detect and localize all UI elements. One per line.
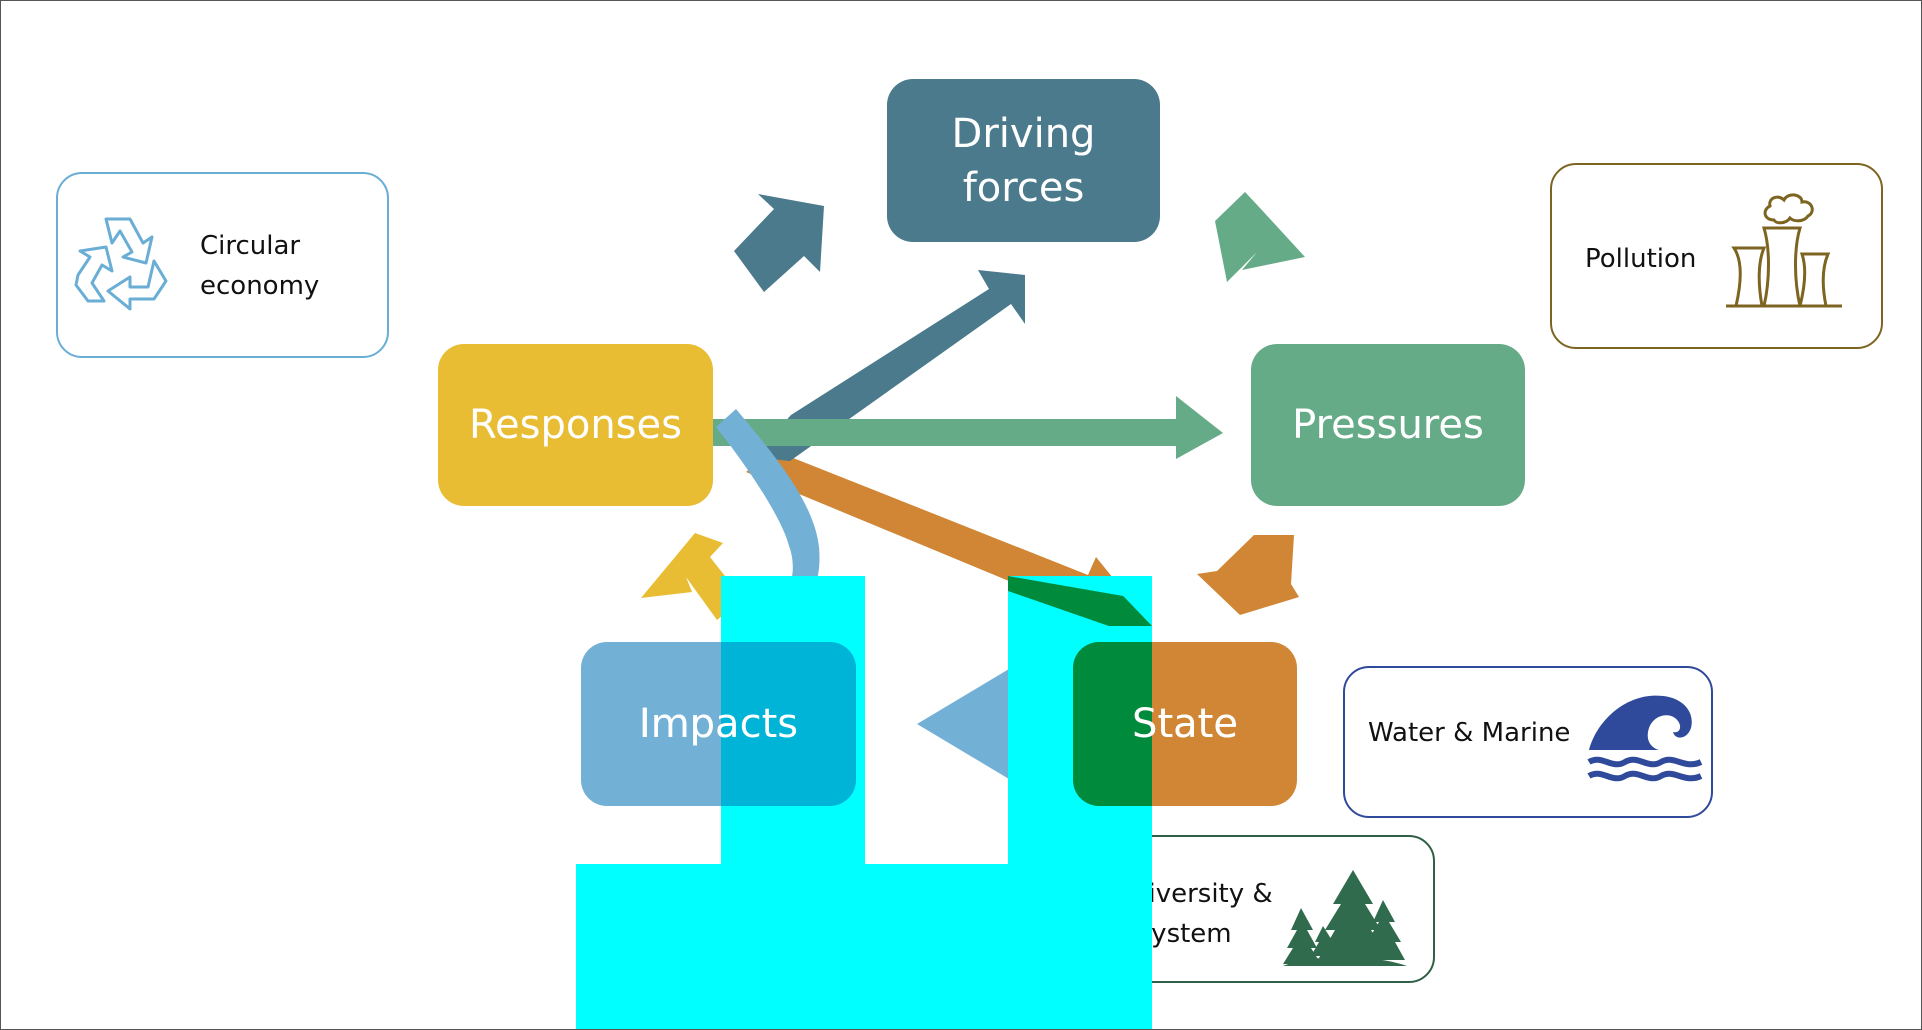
green-over-state: [1073, 642, 1152, 806]
water-marine-label: Water & Marine: [1368, 718, 1571, 748]
pine-trees-icon: [1283, 870, 1407, 966]
cyan-over-impacts: [721, 642, 856, 806]
arrow-driving-to-pressures: [1215, 192, 1305, 282]
pollution-card: Pollution: [1550, 163, 1883, 349]
impacts-label-overlay: Impacts: [638, 701, 799, 747]
arrow-responses-to-impacts-curve: [716, 409, 820, 626]
driving-forces-node: Driving forces: [887, 79, 1160, 242]
circular-economy-label: Circular economy: [200, 231, 320, 301]
factory-cooling-tower-icon: [1726, 193, 1842, 308]
state-label-overlay: State: [1132, 701, 1238, 747]
water-marine-card: Water & Marine: [1343, 666, 1713, 818]
responses-label: Responses: [469, 402, 682, 448]
arrow-pressures-to-state: [1197, 535, 1299, 615]
wave-icon: [1587, 695, 1703, 782]
arrow-responses-to-driving: [734, 194, 824, 292]
driving-forces-label: Driving forces: [951, 110, 1096, 211]
pollution-label: Pollution: [1585, 244, 1697, 274]
recycle-icon: [74, 217, 168, 311]
pressures-node: Pressures: [1251, 344, 1525, 506]
responses-node: Responses: [438, 344, 713, 506]
circular-economy-card: Circular economy: [56, 172, 389, 358]
arrow-state-to-impacts: [917, 669, 1069, 779]
arrow-impacts-to-responses: [641, 533, 743, 620]
cyan-overlay-base: [576, 864, 1152, 1029]
arrow-responses-to-pressures-line: [713, 396, 1223, 459]
pressures-label: Pressures: [1292, 402, 1484, 448]
arrow-responses-to-driving-line: [753, 270, 1025, 461]
